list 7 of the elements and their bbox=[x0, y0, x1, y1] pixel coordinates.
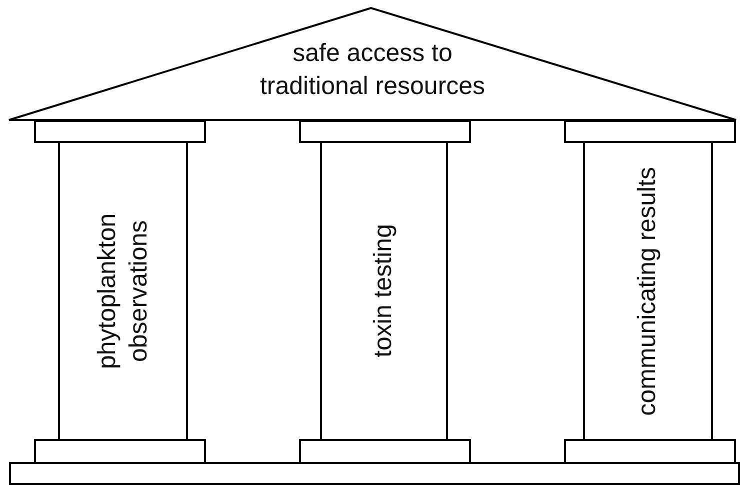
column-shaft bbox=[583, 141, 713, 441]
column-label: toxin testing bbox=[368, 224, 398, 358]
column-shaft bbox=[320, 141, 448, 441]
column-label: phytoplankton observations bbox=[92, 212, 153, 371]
roof-label: safe access to traditional resources bbox=[258, 38, 486, 102]
column-shaft bbox=[58, 141, 188, 441]
column-label: communicating results bbox=[632, 166, 662, 416]
